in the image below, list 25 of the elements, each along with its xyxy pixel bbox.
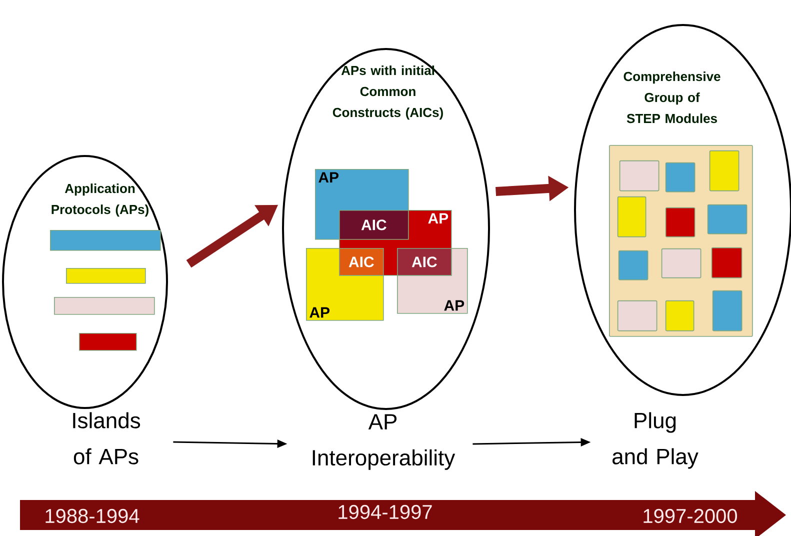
construct-box: AIC [397, 248, 452, 276]
protocol-bar [66, 268, 146, 284]
year-label: 1988-1994 [46, 508, 140, 524]
protocol-bar [79, 333, 137, 351]
construct-box: AIC [339, 210, 409, 240]
module-box [617, 300, 658, 332]
module-box [618, 250, 648, 280]
module-box [617, 196, 646, 238]
module-box [712, 290, 742, 332]
protocol-bar [50, 230, 161, 251]
stage-label: Islands of APs [73, 412, 140, 464]
module-box [707, 204, 748, 234]
module-box [711, 247, 742, 278]
construct-box: AIC [339, 248, 384, 276]
module-box [709, 150, 740, 192]
stage-label: Plug and Play [612, 412, 698, 469]
module-box [665, 300, 694, 332]
module-box [619, 160, 660, 192]
module-box [665, 162, 696, 192]
protocol-bar [54, 297, 155, 315]
year-label: 1994-1997 [338, 504, 432, 520]
year-label: 1997-2000 [644, 508, 738, 524]
stage-label: AP Interoperability [312, 414, 456, 470]
module-box [661, 248, 702, 278]
module-box [665, 207, 696, 238]
